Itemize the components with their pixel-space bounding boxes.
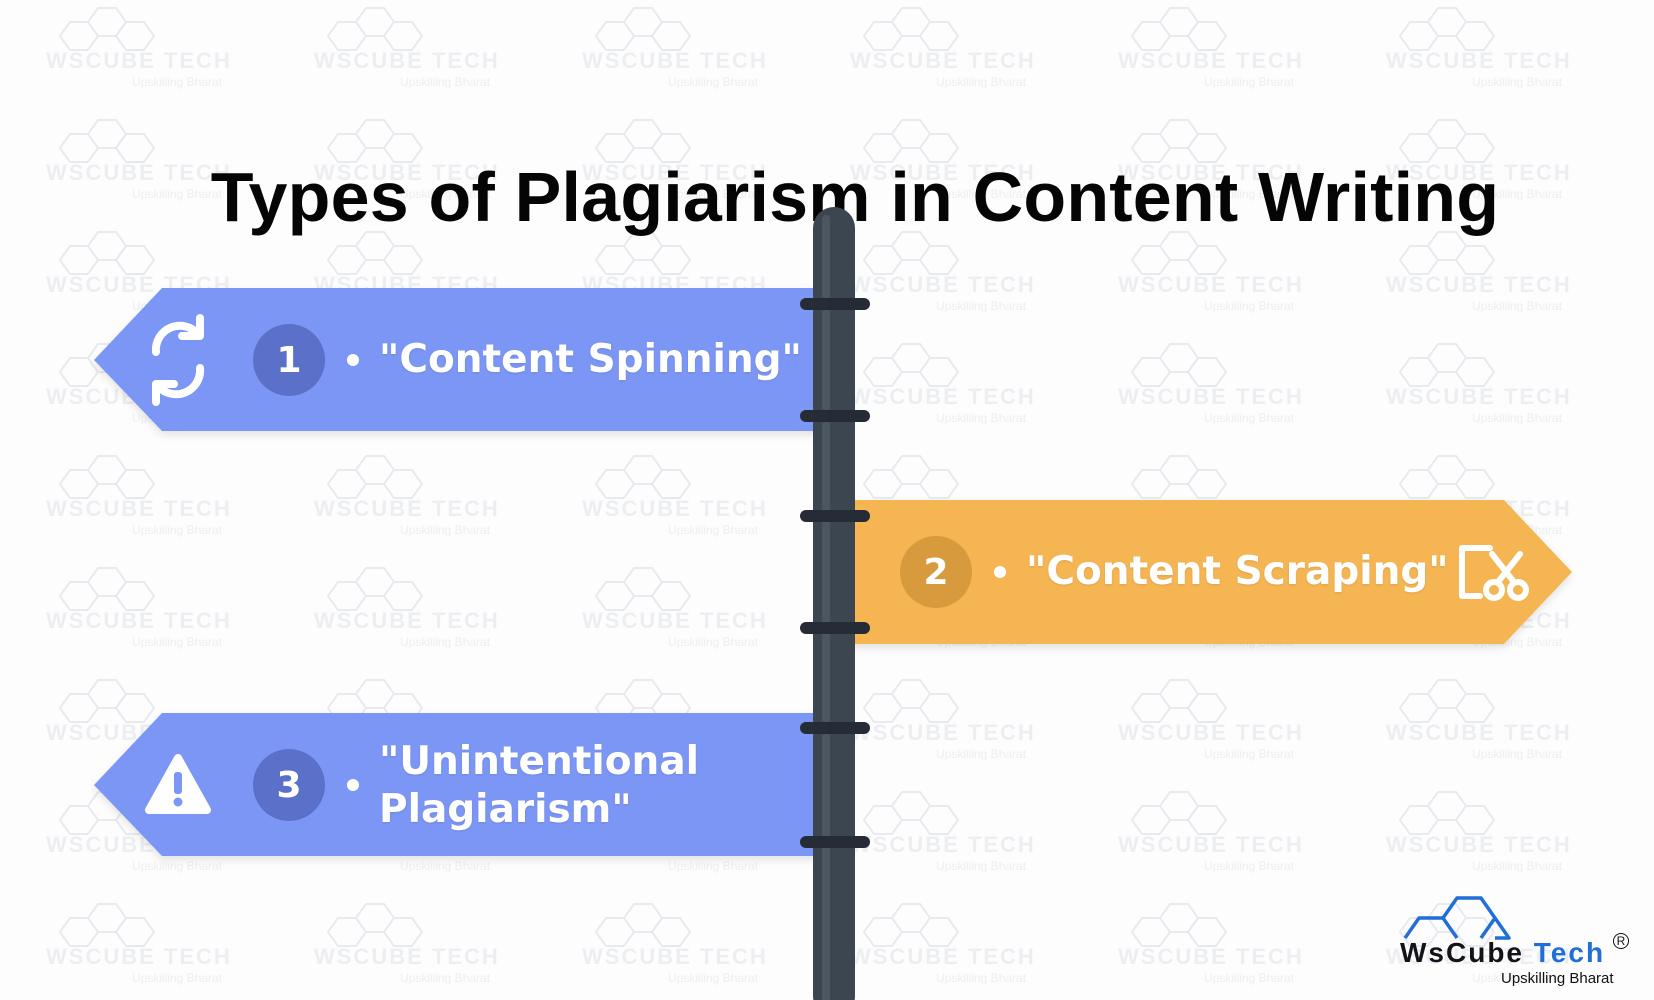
brand-name-part2: Tech [1533,937,1606,968]
sign-2-label: "Content Scraping" [1026,549,1449,594]
sign-1-label: "Content Spinning" [379,337,802,382]
registered-mark: R [1613,933,1629,949]
sign-2-number: 2 [900,536,972,608]
warning-icon [145,754,211,814]
sign-2-board [830,500,1572,644]
sign-1-bullet [347,354,359,366]
copy-cut-icon [1459,545,1529,601]
sign-1-board [94,288,835,431]
sign-3-label-line2: Plagiarism" [379,787,632,832]
pole-clamps [800,298,870,848]
brand-name: WsCube Tech [1400,937,1605,969]
signpost-pole [813,207,855,1000]
sign-3-bullet [347,779,359,791]
sign-1-number: 1 [253,324,325,396]
sign-3-board [94,713,835,856]
brand-name-part1: WsCube [1400,937,1524,968]
refresh-icon [151,314,205,406]
brand-tagline: Upskilling Bharat [1501,970,1614,987]
brand-logo-icon [1403,896,1511,940]
sign-2-bullet [994,566,1006,578]
page-title: Types of Plagiarism in Content Writing [210,157,1500,236]
sign-3-label-line1: "Unintentional [379,739,699,784]
sign-3-number: 3 [253,749,325,821]
